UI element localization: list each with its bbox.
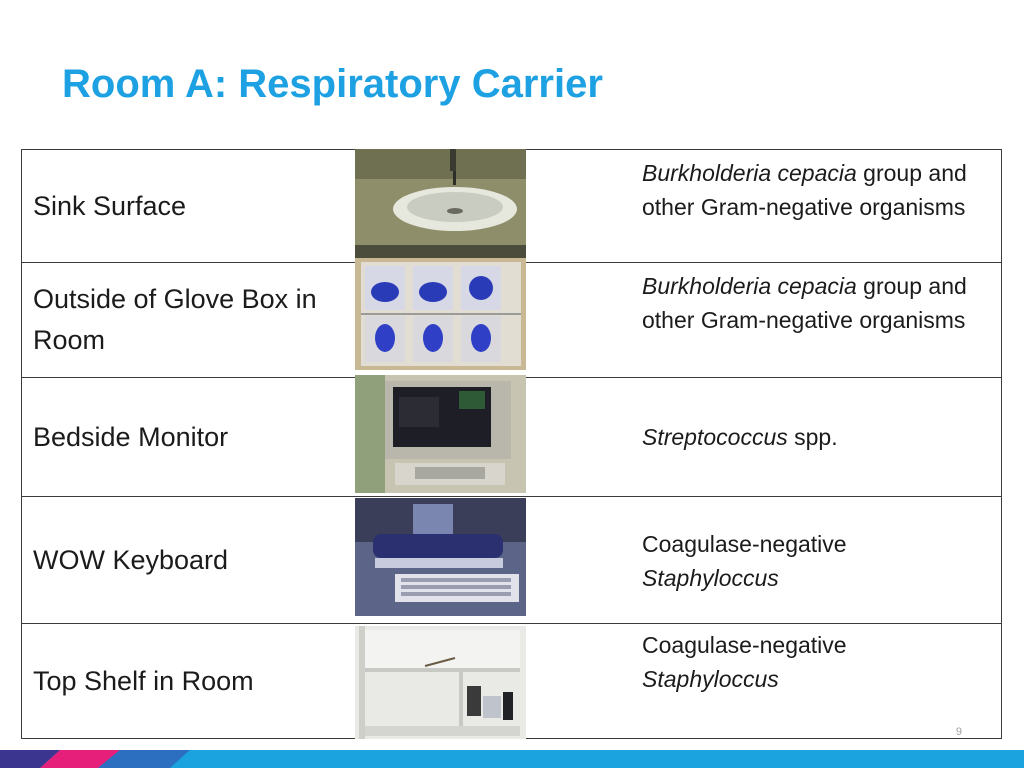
organism-italic: Staphyloccus [642,666,779,692]
keyboard-photo [355,498,526,616]
organism-italic: Staphyloccus [642,565,779,591]
location-cell: Sink Surface [33,190,187,221]
organism-italic: Streptococcus [642,424,788,450]
organism-italic: Burkholderia cepacia [642,160,857,186]
organism-text: Coagulase-negative [642,531,847,557]
organism-text: group and other Gram-negative organisms [642,273,967,333]
location-cell: WOW Keyboard [33,544,229,575]
organism-text: group and other Gram-negative organisms [642,160,967,220]
organism-cell: Coagulase-negative Staphyloccus [642,497,982,623]
organism-cell: Burkholderia cepacia group and other Gra… [642,150,982,262]
organism-cell: Coagulase-negative Staphyloccus [642,624,982,738]
location-cell: Top Shelf in Room [33,665,254,696]
slide-title: Room A: Respiratory Carrier [62,62,603,106]
organism-italic: Burkholderia cepacia [642,273,857,299]
sink-photo [355,149,526,258]
sampling-table: Sink Surface Burkholderia cepacia group … [21,149,1002,739]
organism-text: Coagulase-negative [642,632,847,658]
organism-cell: Burkholderia cepacia group and other Gra… [642,263,982,377]
location-cell: Outside of Glove Box in Room [33,284,317,355]
table-row: Top Shelf in Room Coagulase-negative Sta… [21,623,1002,739]
shelf-photo [355,626,526,739]
organism-text: spp. [787,424,838,450]
organism-cell: Streptococcus spp. [642,378,982,496]
page-number: 9 [955,726,962,738]
bedside-monitor-photo [355,375,526,493]
footer-stripe [0,750,1024,768]
glove-box-photo [355,258,526,370]
location-cell: Bedside Monitor [33,421,229,452]
table-row: Sink Surface Burkholderia cepacia group … [21,149,1002,263]
